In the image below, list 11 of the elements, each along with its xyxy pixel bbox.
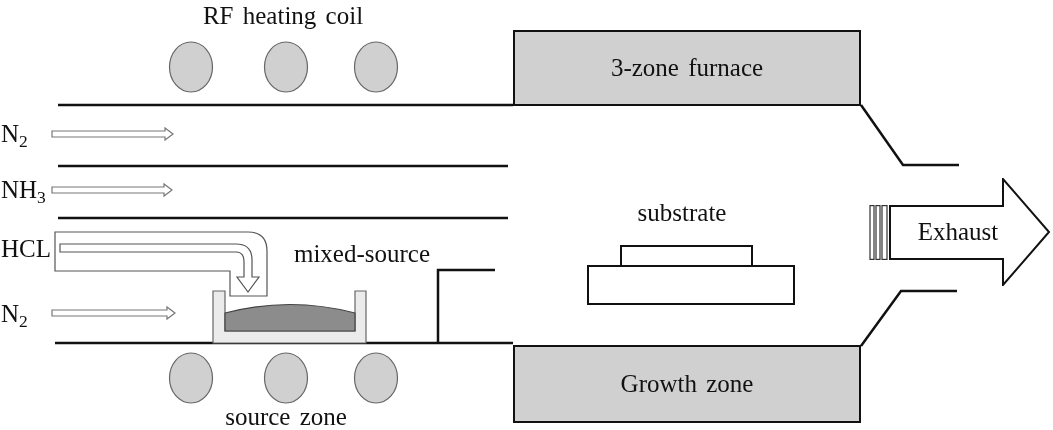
coil-caption: RF heating coil (202, 2, 364, 30)
furnace-box: 3-zone furnace (513, 30, 861, 106)
substrate-label: substrate (637, 199, 727, 227)
zone-box: Growth zone (513, 345, 861, 423)
gas-label: HCL (1, 235, 51, 263)
gas-label: N$_{2}$ (1, 300, 28, 328)
source-label: mixed-source (293, 240, 431, 268)
gas-label: NH$_{3}$ (1, 176, 46, 204)
exhaust-arrow: Exhaust (889, 178, 1051, 286)
gas-label: N$_{2}$ (1, 120, 28, 148)
zone-caption: source zone (225, 402, 347, 430)
